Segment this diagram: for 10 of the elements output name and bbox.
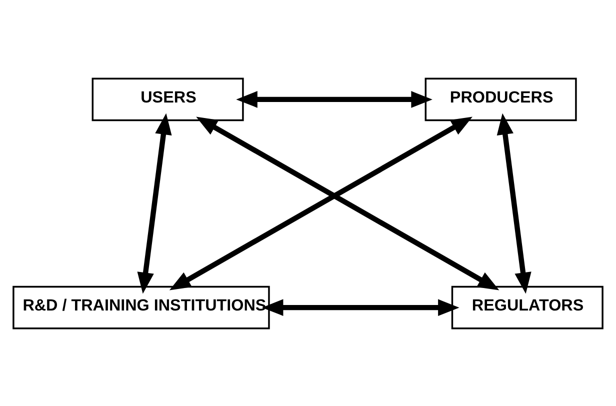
node-box: REGULATORS — [451, 285, 604, 329]
arrow — [196, 116, 500, 290]
arrow — [262, 298, 460, 316]
node-box: R&D / TRAINING INSTITUTIONS — [12, 285, 270, 329]
arrow — [236, 90, 432, 108]
node-box: PRODUCERS — [424, 77, 577, 121]
arrow — [137, 112, 172, 294]
arrow — [169, 116, 472, 290]
node-box: USERS — [92, 77, 244, 121]
arrow — [496, 112, 532, 294]
